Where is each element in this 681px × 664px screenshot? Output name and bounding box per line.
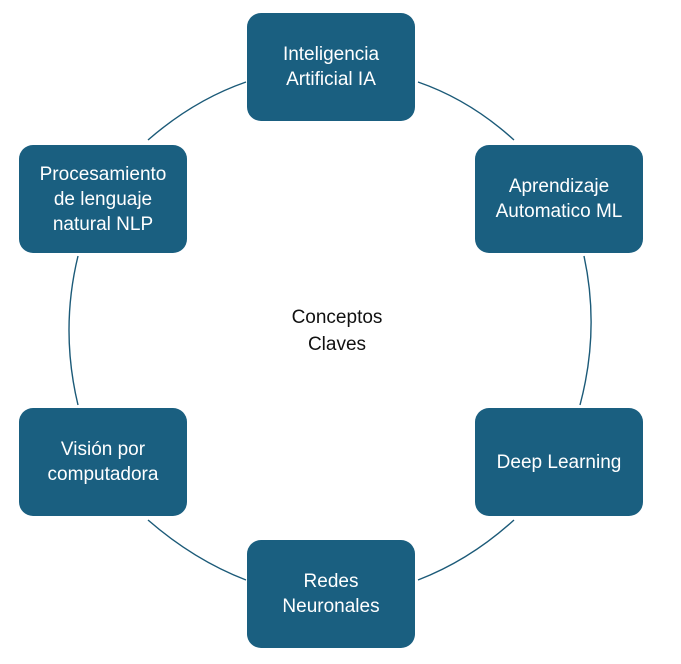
- connector-arc-top-left: [147, 81, 247, 141]
- node-inteligencia-artificial: Inteligencia Artificial IA: [247, 13, 415, 121]
- connector-arc-bottom-left: [147, 519, 247, 581]
- connector-arc-bottom-right: [417, 519, 515, 581]
- center-label: Conceptos Claves: [291, 307, 383, 355]
- node-deep-learning: Deep Learning: [475, 408, 643, 516]
- node-procesamiento-lenguaje-natural: Procesamiento de lenguaje natural NLP: [19, 145, 187, 253]
- connector-arc-top-right: [417, 81, 515, 141]
- connector-arc-right: [579, 255, 592, 406]
- node-vision-por-computadora: Visión por computadora: [19, 408, 187, 516]
- node-redes-neuronales: Redes Neuronales: [247, 540, 415, 648]
- connector-arc-left: [68, 255, 79, 406]
- node-aprendizaje-automatico: Aprendizaje Automatico ML: [475, 145, 643, 253]
